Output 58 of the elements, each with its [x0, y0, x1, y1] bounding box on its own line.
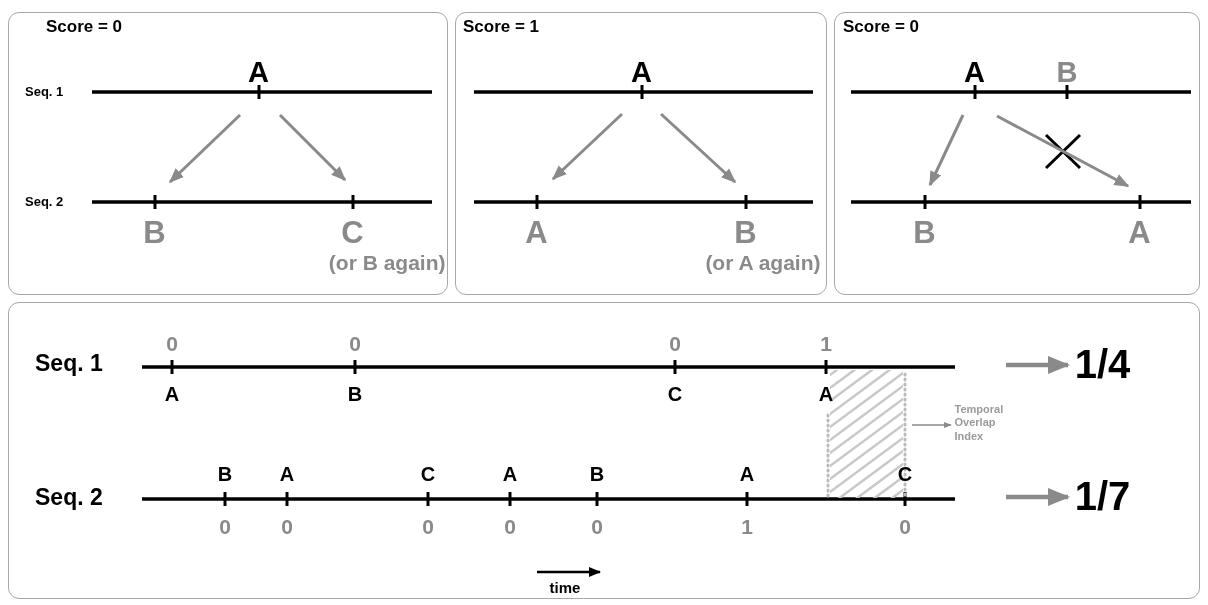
arrow: [168, 113, 242, 184]
score-heading: Score = 0: [46, 18, 123, 35]
event-letter: C: [341, 216, 364, 248]
sequence-label: Seq. 2: [25, 195, 64, 208]
event-letter: A: [964, 57, 985, 87]
result-value: 1/7: [1074, 475, 1131, 516]
score-value: 1: [820, 333, 832, 354]
panel: [455, 12, 827, 295]
arrow: [660, 112, 737, 184]
arrow: [928, 114, 965, 187]
event-letter: A: [739, 464, 755, 484]
sequence-label: Seq. 1: [25, 85, 64, 98]
score-heading: Score = 0: [843, 18, 920, 35]
arrow: [996, 114, 1130, 188]
score-value: 0: [591, 516, 603, 537]
panel: [8, 302, 1200, 599]
score-value: 0: [669, 333, 681, 354]
score-value: 1: [741, 516, 753, 537]
arrow: [911, 421, 952, 429]
arrow: [1006, 488, 1071, 506]
event-letter: B: [589, 464, 605, 484]
event-letter: A: [631, 57, 652, 87]
event-letter: B: [913, 216, 936, 248]
event-letter: C: [897, 464, 913, 484]
event-letter: B: [347, 384, 363, 404]
note-text: (or B again): [328, 251, 446, 273]
event-letter: A: [248, 57, 269, 87]
result-value: 1/4: [1074, 343, 1131, 384]
event-letter: A: [502, 464, 518, 484]
event-letter: B: [734, 216, 757, 248]
event-letter: A: [164, 384, 180, 404]
note-text: (or A again): [705, 251, 821, 273]
event-letter: A: [1128, 216, 1151, 248]
event-letter: C: [420, 464, 436, 484]
event-letter: A: [525, 216, 548, 248]
score-value: 0: [219, 516, 231, 537]
annotation-text: Temporal Overlap Index: [954, 402, 1005, 444]
event-letter: B: [217, 464, 233, 484]
arrow: [1006, 356, 1071, 374]
score-value: 0: [349, 333, 361, 354]
event-letter: B: [1056, 58, 1078, 87]
event-letter: A: [279, 464, 295, 484]
score-value: 0: [281, 516, 293, 537]
score-heading: Score = 1: [463, 18, 540, 35]
sequence-label: Seq. 1: [35, 352, 103, 375]
arrow: [278, 113, 347, 182]
sequence-label: Seq. 2: [35, 486, 103, 509]
event-letter: C: [667, 384, 683, 404]
event-letter: A: [818, 384, 834, 404]
score-value: 0: [504, 516, 516, 537]
arrow: [551, 112, 624, 181]
axis-label: time: [549, 580, 581, 595]
score-value: 0: [166, 333, 178, 354]
panel: [834, 12, 1200, 295]
event-letter: B: [143, 216, 166, 248]
score-value: 0: [899, 516, 911, 537]
panel: [8, 12, 448, 295]
score-value: 0: [422, 516, 434, 537]
